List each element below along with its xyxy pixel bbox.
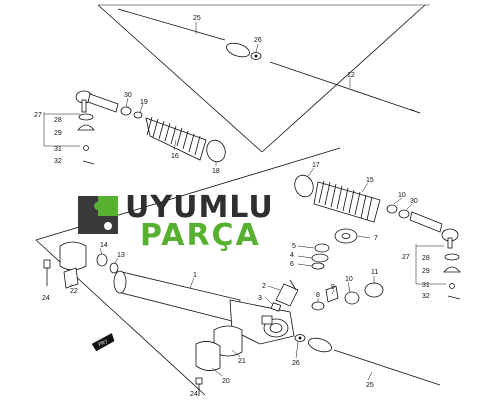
part-label-25-top: 25 (193, 15, 201, 22)
part-label-31-top: 31 (54, 146, 62, 153)
part-label-7: 7 (374, 235, 378, 242)
part-label-17: 17 (312, 162, 320, 169)
part-label-16: 16 (171, 153, 179, 160)
tie-rod-end-top (75, 90, 143, 165)
uyumlu-parca-logo: UYUMLU PARÇA (78, 190, 274, 253)
part-label-10-upper: 10 (398, 192, 406, 199)
logo-puzzle-dark-piece (78, 196, 98, 216)
tie-rod-bottom (294, 334, 441, 386)
pinion-parts (311, 228, 358, 270)
part-label-5: 5 (292, 243, 296, 250)
part-label-31-right: 31 (422, 282, 430, 289)
part-label-18: 18 (212, 168, 220, 175)
part-label-24-left: 24 (42, 295, 50, 302)
part-label-6: 6 (290, 261, 294, 268)
leader-lines (43, 22, 446, 381)
part-label-28-top: 28 (54, 117, 62, 124)
part-label-24-bottom: 24 (190, 391, 198, 398)
part-label-3: 3 (258, 295, 262, 302)
part-label-20: 20 (222, 378, 230, 385)
front-direction-text: FRT (98, 339, 109, 348)
part-label-1: 1 (193, 272, 197, 279)
part-label-32-top: 32 (54, 158, 62, 165)
part-label-4: 4 (290, 252, 294, 259)
part-label-11: 11 (371, 269, 378, 276)
part-label-27-top: 27 (34, 112, 42, 119)
part-label-26-top: 26 (254, 37, 262, 44)
front-direction-badge: FRT (91, 333, 115, 352)
part-label-19: 19 (140, 99, 148, 106)
part-label-22: 22 (70, 288, 78, 295)
part-label-32-right: 32 (422, 293, 430, 300)
part-label-30-right: 30 (410, 198, 418, 205)
part-number-labels: 25 26 12 30 19 27 28 29 31 32 16 18 17 1… (34, 15, 430, 398)
logo-text-parca: PARÇA (140, 218, 261, 253)
pinion-assembly (270, 279, 384, 312)
part-label-21: 21 (238, 358, 246, 365)
logo-puzzle-green-piece (98, 196, 118, 216)
part-label-9: 9 (331, 284, 335, 291)
tie-rod-top (117, 8, 262, 60)
rack-housing-1 (113, 270, 295, 345)
part-label-10-lower: 10 (345, 276, 353, 283)
part-label-30-top: 30 (124, 92, 132, 99)
part-label-2: 2 (262, 283, 266, 290)
part-label-29-right: 29 (422, 268, 430, 275)
part-label-26-bottom: 26 (292, 360, 300, 367)
left-mount-parts (43, 241, 119, 289)
part-label-13: 13 (117, 252, 125, 259)
boot-top-16 (145, 116, 226, 163)
part-label-8: 8 (316, 292, 320, 299)
logo-text-uyumlu: UYUMLU (125, 190, 274, 225)
boot-right-15 (294, 174, 461, 300)
part-label-15: 15 (366, 177, 374, 184)
part-label-27-right: 27 (402, 254, 410, 261)
inner-rod-12 (269, 61, 421, 114)
part-label-12: 12 (347, 72, 355, 79)
part-label-25-bottom: 25 (366, 382, 374, 389)
part-label-28-right: 28 (422, 255, 430, 262)
part-label-29-top: 29 (54, 130, 62, 137)
lower-mount-parts (195, 325, 243, 396)
part-label-14: 14 (100, 242, 108, 249)
